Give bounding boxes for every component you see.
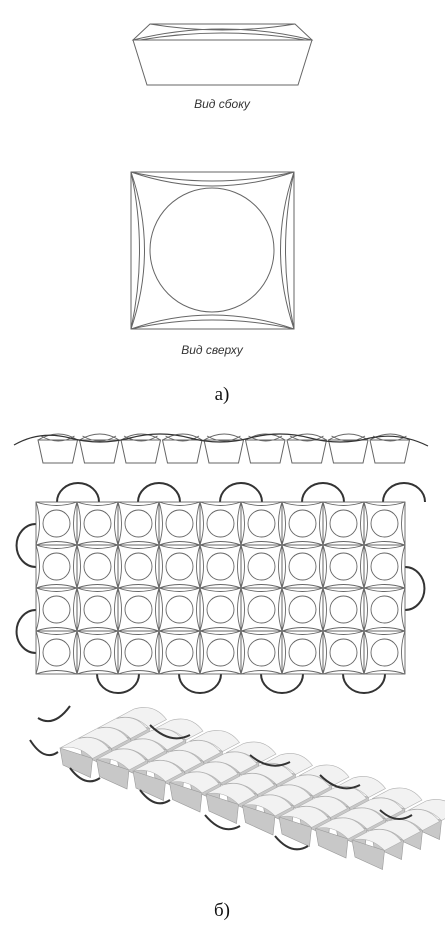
- cord-3d: [149, 724, 191, 740]
- side-view-drawing: [131, 23, 314, 86]
- cord-3d: [249, 754, 291, 767]
- grid-block: [35, 587, 78, 632]
- grid-block: [281, 587, 324, 632]
- side-block: [161, 433, 203, 464]
- grid-block: [240, 544, 283, 589]
- grid-block: [363, 544, 406, 589]
- grid-block: [363, 587, 406, 632]
- figure-b-label: б): [214, 900, 230, 921]
- grid-block: [158, 501, 201, 546]
- grid-block: [76, 501, 119, 546]
- grid-block: [117, 587, 160, 632]
- block-3d: [315, 817, 366, 859]
- block-3d: [205, 783, 256, 824]
- grid-block: [76, 544, 119, 589]
- grid-block: [117, 544, 160, 589]
- grid-block: [363, 501, 406, 546]
- side-row-cord: [13, 433, 429, 447]
- top-view-caption: Вид сверху: [181, 343, 244, 357]
- cord-arc-bottom: [342, 673, 386, 694]
- block-3d: [278, 806, 329, 847]
- block-3d: [169, 771, 220, 813]
- grid-block: [199, 544, 242, 589]
- grid-block: [281, 501, 324, 546]
- grid-block: [158, 587, 201, 632]
- blocks-top-grid: [35, 501, 406, 675]
- cord-arc-top: [219, 482, 263, 503]
- side-block: [203, 433, 245, 464]
- connecting-cords: [15, 482, 426, 694]
- cord-arc-right: [404, 566, 426, 611]
- figure-a-label: а): [215, 384, 230, 405]
- block-3d: [351, 829, 402, 870]
- grid-block: [322, 544, 365, 589]
- block-3d: [96, 748, 147, 790]
- cord-arc-top: [137, 482, 181, 503]
- side-block: [120, 433, 162, 464]
- block-3d: [132, 760, 183, 801]
- grid-block: [35, 501, 78, 546]
- grid-block: [117, 501, 160, 546]
- grid-block: [76, 630, 119, 675]
- cord-3d: [319, 774, 361, 790]
- grid-block: [35, 630, 78, 675]
- blocks-side-row: [13, 433, 429, 464]
- cord-arc-top: [382, 482, 426, 503]
- cord-3d: [274, 835, 309, 851]
- side-block: [244, 433, 286, 464]
- grid-block: [76, 587, 119, 632]
- grid-block: [158, 544, 201, 589]
- side-view-caption: Вид сбоку: [194, 97, 251, 111]
- grid-block: [199, 501, 242, 546]
- side-block: [78, 433, 120, 464]
- blocks-3d-view: [29, 705, 445, 870]
- block-3d: [242, 794, 293, 836]
- grid-block: [322, 501, 365, 546]
- grid-block: [35, 544, 78, 589]
- grid-block: [322, 630, 365, 675]
- grid-block: [240, 630, 283, 675]
- grid-block: [199, 630, 242, 675]
- side-block: [286, 433, 328, 464]
- cord-3d: [69, 767, 101, 783]
- side-block: [37, 433, 79, 464]
- cord-arc-left: [15, 609, 37, 654]
- grid-block: [363, 630, 406, 675]
- grid-block: [117, 630, 160, 675]
- cord-3d: [204, 814, 241, 831]
- grid-block: [240, 501, 283, 546]
- cord-arc-top: [301, 482, 345, 503]
- cord-arc-top: [56, 482, 100, 503]
- side-block: [327, 433, 369, 464]
- cord-3d: [139, 789, 171, 805]
- cord-arc-left: [15, 523, 37, 568]
- grid-block: [240, 587, 283, 632]
- cord-arc-bottom: [178, 673, 222, 694]
- side-block: [369, 433, 411, 464]
- grid-block: [281, 544, 324, 589]
- grid-block: [199, 587, 242, 632]
- grid-block: [158, 630, 201, 675]
- cord-3d: [37, 705, 71, 722]
- cord-3d: [29, 739, 59, 756]
- cord-3d: [379, 809, 413, 820]
- cord-arc-bottom: [260, 673, 304, 694]
- cord-arc-bottom: [96, 673, 140, 694]
- top-view-circle: [149, 187, 275, 313]
- grid-block: [322, 587, 365, 632]
- grid-block: [281, 630, 324, 675]
- top-view-drawing: [130, 171, 295, 330]
- block-3d: [59, 737, 110, 778]
